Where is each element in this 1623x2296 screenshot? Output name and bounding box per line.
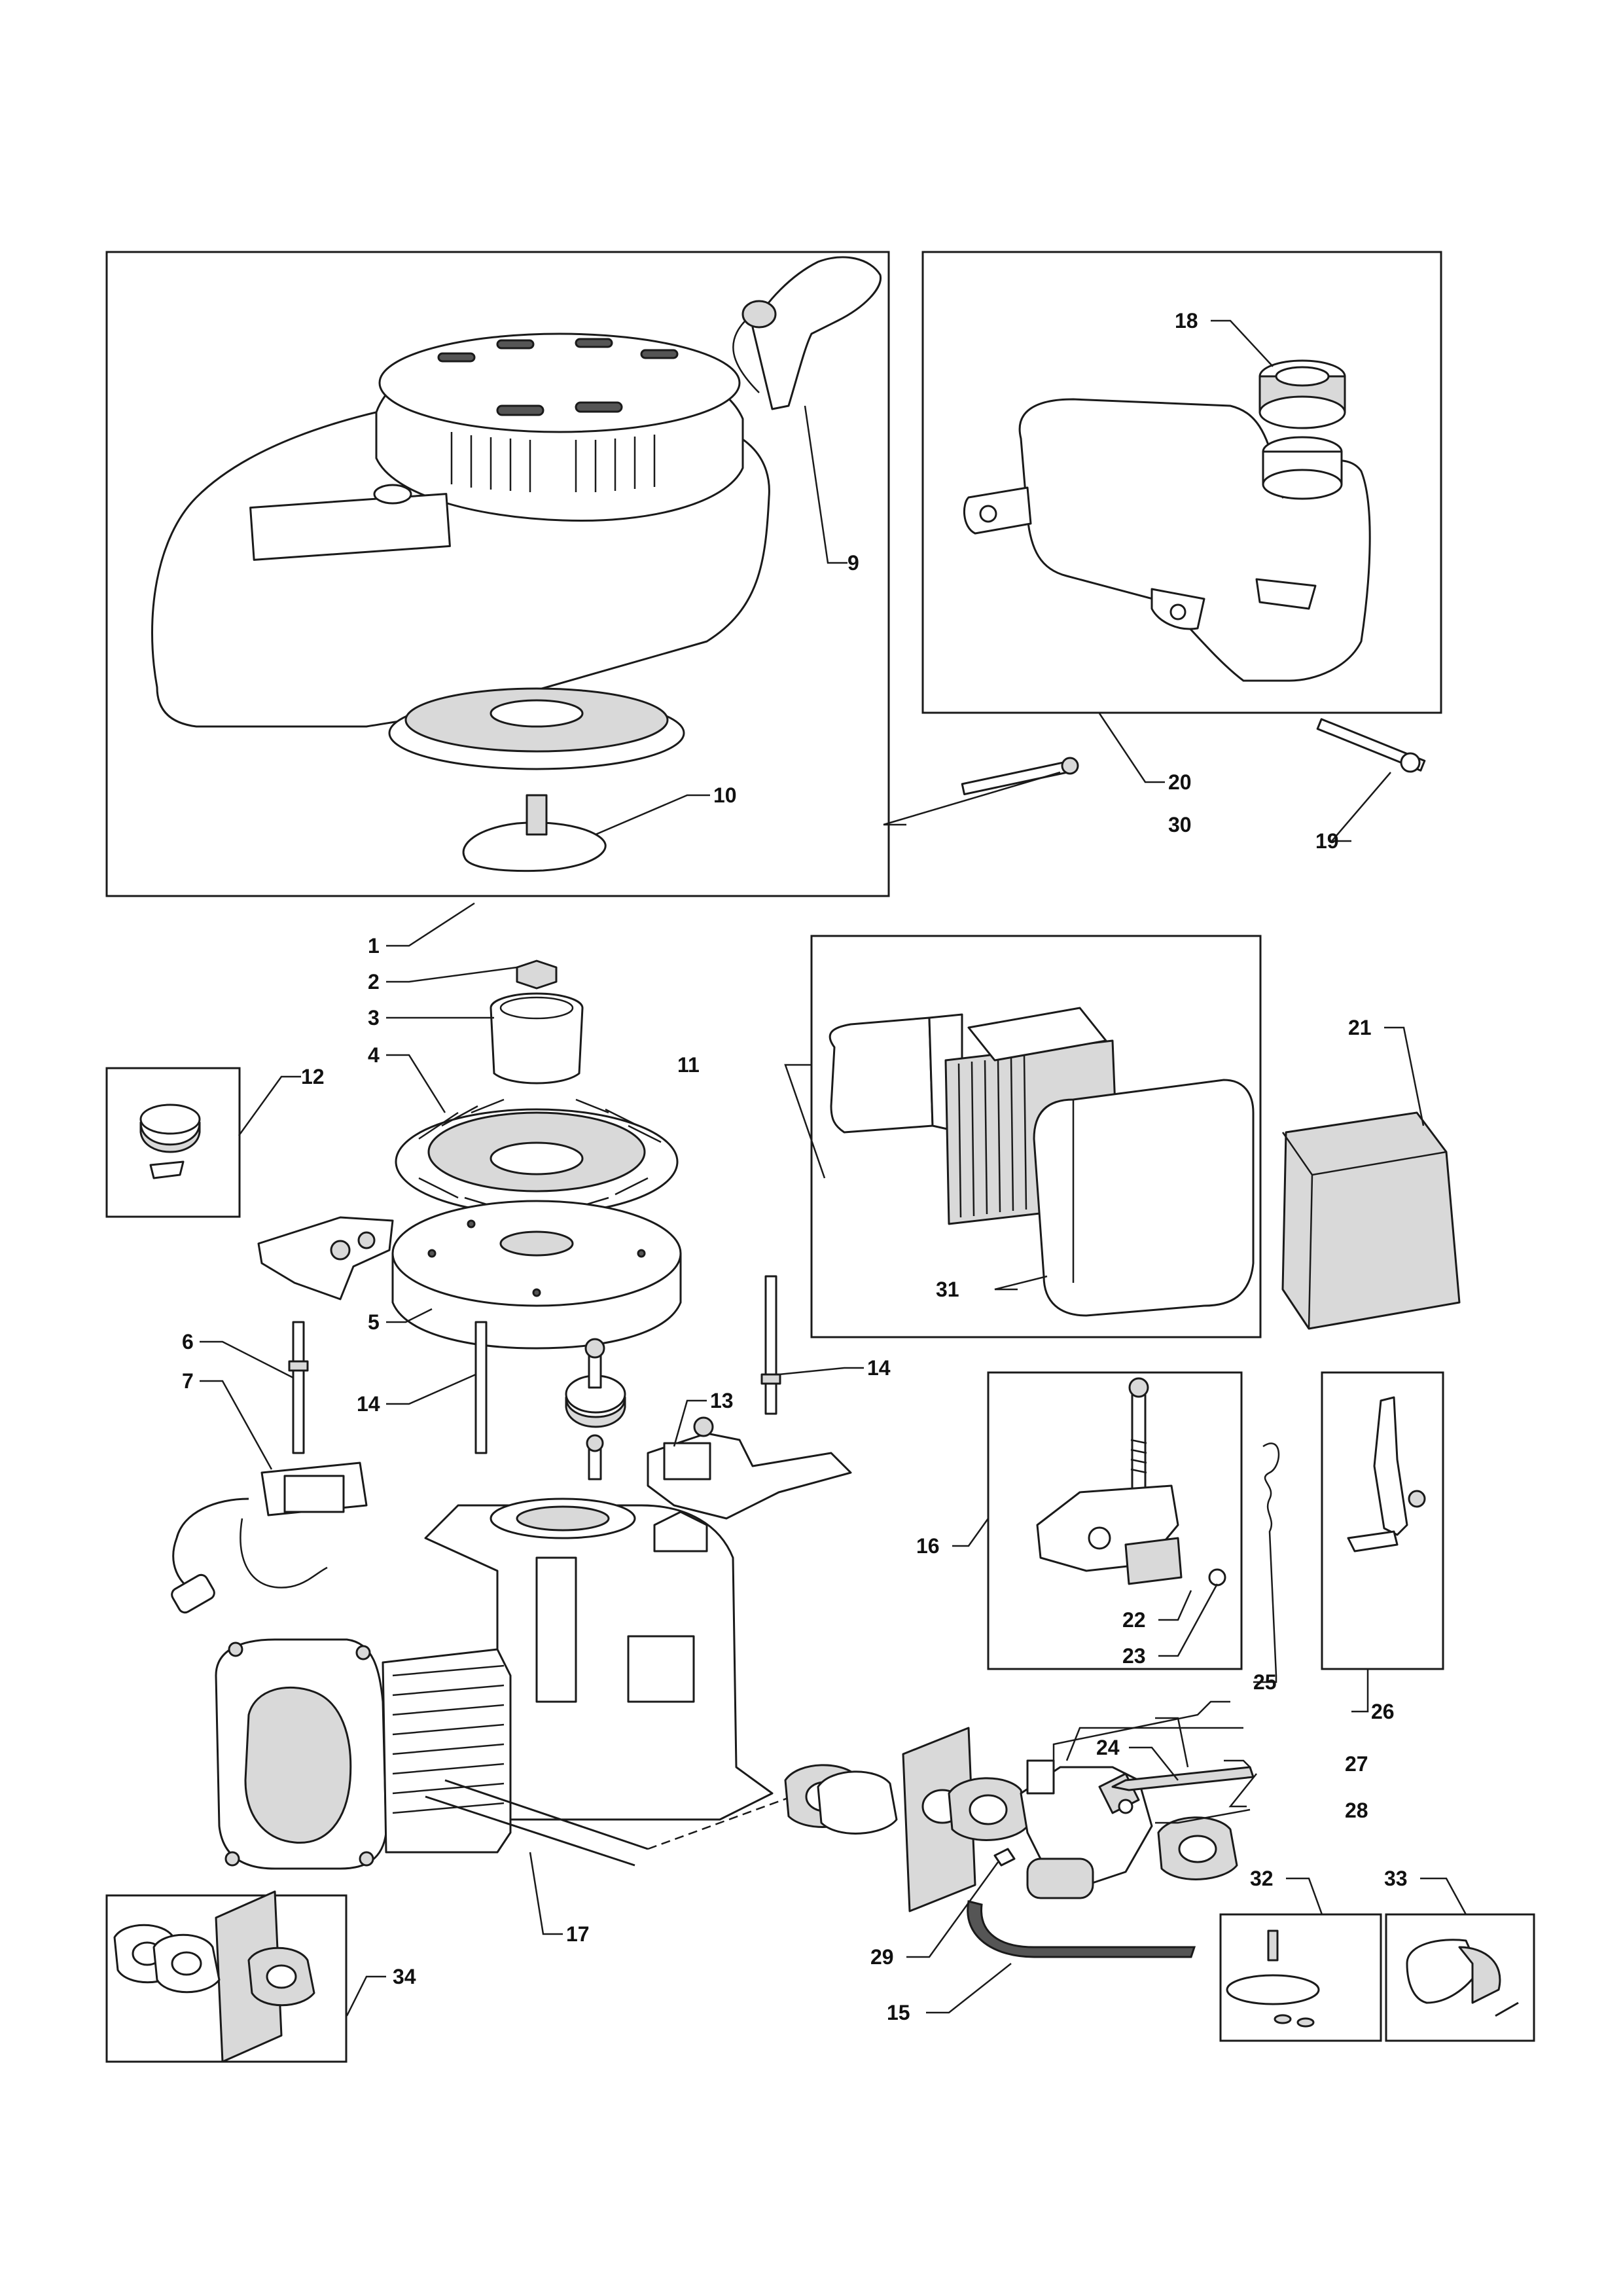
foam-pre-filter (1281, 1111, 1461, 1330)
callout-29: 29 (870, 1945, 894, 1969)
callout-3: 3 (368, 1006, 380, 1030)
callout-33: 33 (1384, 1867, 1408, 1890)
governor-lever (1347, 1396, 1426, 1552)
bracket-13 (647, 1416, 852, 1520)
fuel-tank (963, 398, 1371, 682)
callout-14-right: 14 (867, 1356, 891, 1380)
callout-15: 15 (887, 2001, 910, 2024)
head-bolts (425, 1779, 793, 1867)
callout-19: 19 (1315, 829, 1339, 853)
flywheel (391, 1200, 682, 1350)
callout-14-left: 14 (357, 1392, 380, 1416)
callout-16: 16 (916, 1534, 940, 1558)
callout-23: 23 (1122, 1644, 1146, 1668)
governor-assembly (1036, 1377, 1226, 1587)
tank-pin (1316, 718, 1426, 773)
callout-5: 5 (368, 1310, 380, 1334)
throttle-links (1052, 1700, 1255, 1791)
engine-block (424, 1498, 774, 1821)
governor-lever-box (1321, 1371, 1444, 1670)
flywheel-shield (257, 1216, 394, 1300)
gasket-kit (113, 1890, 315, 2063)
callout-4: 4 (368, 1043, 380, 1067)
cylinder-head (215, 1638, 512, 1870)
fuel-tank-box (921, 251, 1442, 714)
callout-20: 20 (1168, 770, 1192, 794)
carb-seal-kit (1226, 1929, 1320, 2028)
air-filter-box (810, 935, 1262, 1338)
stud-center (474, 1321, 488, 1454)
callout-6: 6 (182, 1330, 194, 1354)
callout-11: 11 (677, 1053, 700, 1077)
flywheel-key-box (105, 1067, 241, 1218)
callout-2: 2 (368, 970, 380, 994)
starter-assembly-box (105, 251, 890, 897)
callout-18: 18 (1175, 309, 1198, 332)
leader-lines (200, 319, 1467, 2017)
governor-spring (1262, 1443, 1280, 1676)
callout-31: 31 (936, 1278, 959, 1301)
callout-26: 26 (1371, 1700, 1395, 1723)
callout-10: 10 (713, 783, 737, 807)
gasket-kit-box (105, 1894, 348, 2063)
governor-arm (565, 1338, 626, 1480)
callout-27: 27 (1345, 1752, 1368, 1776)
stud-left (288, 1321, 309, 1454)
callout-25: 25 (1253, 1670, 1277, 1694)
carb-seal-kit-box (1219, 1913, 1382, 2042)
callout-12: 12 (301, 1065, 325, 1088)
flywheel-nut (516, 960, 558, 990)
starter-ratchet-cup (490, 992, 584, 1085)
governor-box (987, 1371, 1243, 1670)
carburetor (967, 1759, 1196, 1958)
callout-1: 1 (368, 934, 380, 958)
callout-21: 21 (1348, 1016, 1372, 1039)
air-filter-base (829, 1013, 963, 1134)
ignition-coil (171, 1462, 368, 1614)
callout-22: 22 (1122, 1608, 1146, 1632)
carb-bowl (1406, 1939, 1519, 2017)
callout-30: 30 (1168, 813, 1192, 836)
callout-24: 24 (1096, 1736, 1120, 1759)
air-filter-cover (967, 1007, 1255, 1317)
carb-bowl-box (1385, 1913, 1535, 2042)
callout-13: 13 (710, 1389, 734, 1412)
flywheel-key-part (139, 1103, 201, 1179)
recoil-starter-housing (151, 332, 770, 728)
stud-right (760, 1275, 781, 1415)
carb-gasket (1157, 1816, 1238, 1880)
callout-labels: 1 2 3 4 5 6 7 9 10 11 12 13 14 14 15 16 … (182, 309, 1408, 2024)
starter-cup (462, 794, 607, 872)
insulator-gaskets (784, 1727, 1029, 1912)
callout-7: 7 (182, 1369, 194, 1393)
cooling-fan (395, 1098, 679, 1215)
tank-bolt (961, 757, 1079, 795)
callout-28: 28 (1345, 1799, 1368, 1822)
starter-pulley (388, 687, 685, 770)
callout-17: 17 (566, 1922, 590, 1946)
callout-32: 32 (1250, 1867, 1274, 1890)
callout-9: 9 (847, 551, 859, 575)
callout-34: 34 (393, 1965, 416, 1988)
starter-handle (732, 256, 882, 410)
fuel-cap (1258, 359, 1346, 429)
choke-lever (993, 1848, 1016, 1867)
